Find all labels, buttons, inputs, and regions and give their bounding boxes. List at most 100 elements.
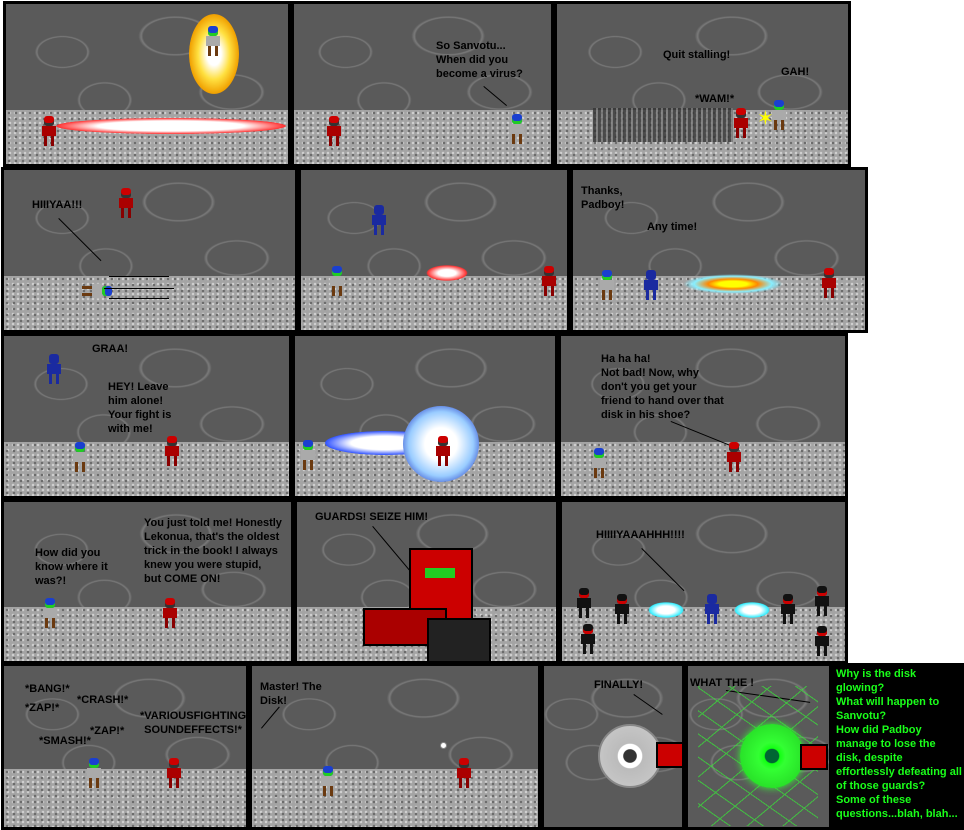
speech-text: HEY! Leave him alone! Your fight is with…	[108, 381, 172, 435]
guard-figure	[780, 594, 796, 624]
panel-8	[292, 333, 558, 499]
speech-text: GAH!	[781, 66, 810, 78]
panel-13: *BANG!* *CRASH!* *ZAP!* *ZAP!* *SMASH!* …	[1, 663, 249, 830]
red-figure	[164, 436, 180, 466]
speech-text: GUARDS! SEIZE HIM!	[315, 511, 429, 523]
guard-figure	[580, 624, 596, 654]
speech-text: You just told me! Honestly Lekonua, that…	[144, 517, 282, 585]
motion-line	[109, 298, 169, 299]
panel-4: HIIIYAA!!!	[1, 167, 298, 333]
red-figure	[733, 108, 749, 138]
motion-line	[109, 276, 169, 277]
speech-pointer	[261, 706, 280, 729]
sanvotu-figure	[72, 442, 88, 472]
speech-pointer	[641, 548, 685, 592]
speech-text: FINALLY!	[594, 679, 644, 691]
impact-star: ✶	[757, 108, 774, 130]
red-energy-beam	[56, 118, 286, 134]
speech-text: HIIIYAA!!!	[32, 199, 83, 211]
sfx-text: *WAM!*	[695, 93, 735, 105]
panel-3: Quit stalling! *WAM!* GAH! ✶	[554, 1, 851, 167]
ground	[4, 769, 246, 827]
blue-energy-blast	[734, 602, 770, 618]
sanvotu-figure	[42, 598, 58, 628]
red-figure	[821, 268, 837, 298]
ground	[4, 275, 295, 330]
panel-14: Master! The Disk!	[249, 663, 541, 830]
sfx-text: *BANG!*	[25, 683, 70, 695]
speech-text: HIIIIYAAAHHH!!!!	[596, 529, 685, 541]
speech-text: Master! The Disk!	[260, 681, 322, 707]
sfx-text: *CRASH!*	[77, 694, 129, 706]
speech-text: Any time!	[647, 221, 698, 233]
panel-12: HIIIIYAAAHHH!!!!	[559, 499, 848, 664]
padboy-figure	[371, 205, 387, 235]
guard-figure	[814, 626, 830, 656]
sfx-text: *ZAP!*	[25, 702, 60, 714]
glowing-disk	[740, 724, 804, 788]
panel-2: So Sanvotu... When did you become a viru…	[291, 1, 554, 167]
ground	[252, 769, 538, 827]
padboy-figure	[643, 270, 659, 300]
disk-closeup	[598, 724, 662, 788]
panel-15: FINALLY!	[541, 663, 685, 830]
red-figure	[326, 116, 342, 146]
red-hand	[656, 742, 682, 768]
sfx-text: *ZAP!*	[90, 725, 125, 737]
red-figure	[118, 188, 134, 218]
speech-text: GRAA!	[92, 343, 129, 355]
panel-1	[3, 1, 291, 167]
panel-11: GUARDS! SEIZE HIM!	[294, 499, 559, 664]
blue-energy-blast	[648, 602, 684, 618]
ground	[562, 606, 845, 661]
fireball	[426, 265, 468, 281]
red-figure	[41, 116, 57, 146]
ground	[4, 606, 291, 661]
panel-5	[298, 167, 570, 333]
speech-text: Quit stalling!	[663, 49, 731, 61]
sanvotu-figure	[599, 270, 615, 300]
closeup-body	[427, 618, 491, 661]
speech-text: Ha ha ha! Not bad! Now, why don't you ge…	[601, 353, 724, 421]
sfx-text: *VARIOUSFIGHTING SOUNDEFFECTS!*	[140, 710, 247, 736]
speech-pointer	[483, 86, 507, 107]
red-figure	[456, 758, 472, 788]
ground	[561, 441, 845, 496]
sanvotu-figure	[320, 766, 336, 796]
sanvotu-figure	[82, 283, 112, 299]
panel-16: WHAT THE !	[685, 663, 832, 830]
motion-blur	[593, 108, 733, 142]
sanvotu-figure	[300, 440, 316, 470]
sanvotu-figure	[591, 448, 607, 478]
guard-figure	[814, 586, 830, 616]
sanvotu-figure	[329, 266, 345, 296]
sanvotu-figure	[771, 100, 787, 130]
speech-text: How did you know where it was?!	[35, 547, 108, 587]
red-figure	[541, 266, 557, 296]
red-figure	[435, 436, 451, 466]
closeup-eyes	[425, 568, 455, 578]
red-figure	[162, 598, 178, 628]
padboy-figure	[704, 594, 720, 624]
panel-10: How did you know where it was?! You just…	[1, 499, 294, 664]
speech-pointer	[633, 694, 663, 715]
sfx-text: *SMASH!*	[39, 735, 91, 747]
red-figure	[166, 758, 182, 788]
sanvotu-figure	[205, 26, 221, 56]
speech-text: So Sanvotu... When did you become a viru…	[436, 40, 523, 80]
speech-pointer	[58, 218, 102, 262]
padboy-figure	[46, 354, 62, 384]
guard-figure	[614, 594, 630, 624]
red-hand	[800, 744, 828, 770]
caption-box: Why is the disk glowing? What will happe…	[832, 663, 964, 830]
panel-9: Ha ha ha! Not bad! Now, why don't you ge…	[558, 333, 848, 499]
motion-line	[104, 288, 174, 289]
clashing-energy	[683, 274, 783, 294]
flying-disk	[440, 742, 447, 749]
speech-text: Thanks, Padboy!	[581, 185, 625, 211]
sanvotu-figure	[509, 114, 525, 144]
panel-7: GRAA! HEY! Leave him alone! Your fight i…	[1, 333, 292, 499]
caption-text: Why is the disk glowing? What will happe…	[836, 668, 962, 820]
red-figure	[726, 442, 742, 472]
ground	[4, 441, 289, 496]
